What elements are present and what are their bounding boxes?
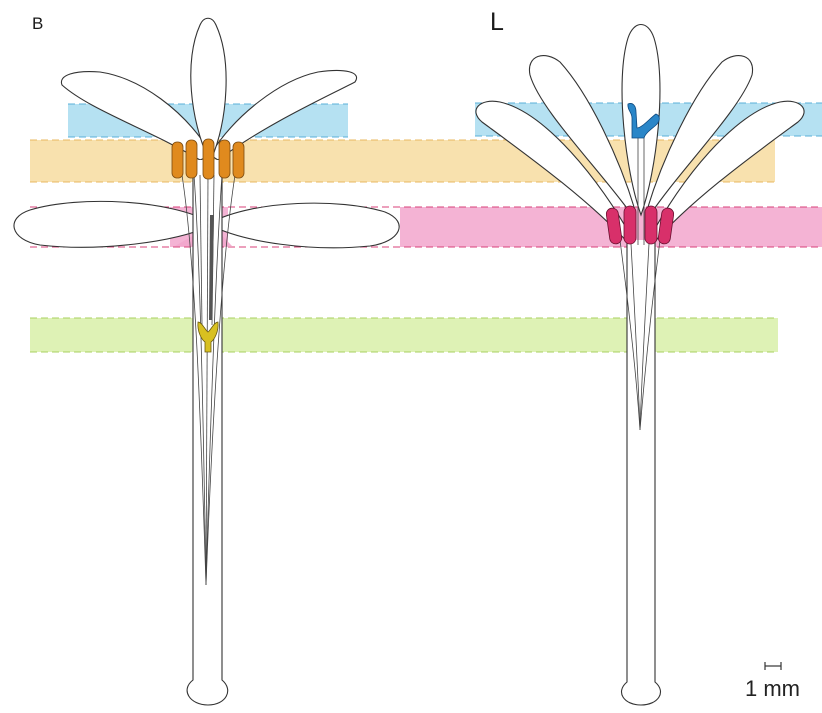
anther-b-3 [203, 139, 214, 179]
scale-bar [765, 662, 781, 670]
scale-bar-label: 1 mm [745, 676, 800, 702]
petal-b-lower-right [212, 203, 399, 248]
anthers-b [172, 139, 244, 179]
anther-b-2 [186, 140, 197, 178]
anther-b-5 [233, 142, 244, 178]
flower-l [476, 25, 804, 706]
anther-l-2 [624, 206, 636, 244]
anther-l-3 [645, 206, 657, 244]
tube-l [622, 240, 661, 705]
panel-label-l: L [490, 8, 504, 37]
panel-label-b: B [32, 14, 43, 34]
anther-b-1 [172, 142, 183, 178]
anther-b-4 [219, 140, 230, 178]
band-green [30, 318, 778, 352]
